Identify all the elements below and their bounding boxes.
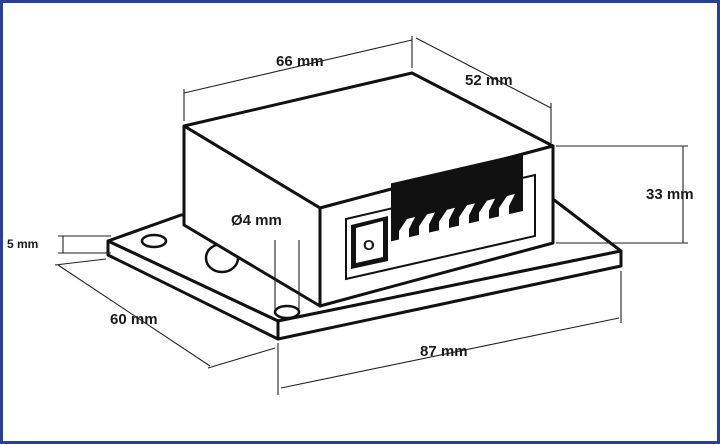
terminal-pin	[439, 207, 455, 250]
dim-hole-diameter: Ø4 mm	[231, 212, 282, 229]
front-panel: O	[345, 152, 536, 281]
power-switch-face	[356, 221, 383, 263]
dim-height: 33 mm	[646, 186, 694, 203]
terminal-pins	[399, 194, 515, 259]
switch-label: O	[363, 237, 375, 254]
dim-depth-top: 52 mm	[465, 72, 513, 89]
terminal-pin	[399, 217, 415, 259]
dim-base-length: 87 mm	[420, 343, 468, 360]
terminal-pin	[479, 198, 495, 241]
dim-base-depth: 60 mm	[110, 311, 158, 328]
terminal-pin	[419, 212, 435, 255]
mount-hole-left	[140, 233, 168, 249]
mount-hole-front	[273, 304, 301, 320]
dim-base-thickness: 5 mm	[7, 237, 38, 251]
base-left-face	[106, 239, 280, 341]
device-drawing: O	[7, 36, 694, 395]
dim-width-top: 66 mm	[276, 53, 324, 70]
terminal-pin	[459, 203, 475, 246]
dimension-lines	[54, 36, 688, 395]
terminal-pin	[499, 194, 515, 236]
dimension-labels: 66 mm 52 mm 33 mm 5 mm 60 mm 87 mm Ø4 mm	[7, 53, 694, 360]
